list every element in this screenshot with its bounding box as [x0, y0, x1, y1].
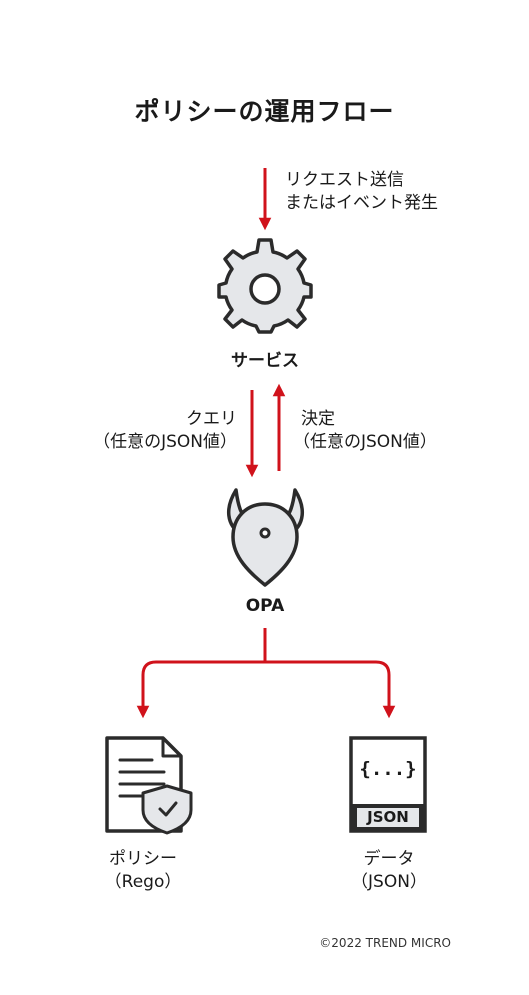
decision-label: 決定 （任意のJSON値） — [293, 408, 437, 454]
service-label: サービス — [231, 351, 299, 371]
json-braces-text: {...} — [359, 758, 417, 780]
query-label-line1: クエリ — [186, 409, 237, 429]
branch-connector-right — [265, 660, 396, 719]
request-label: リクエスト送信 またはイベント発生 — [285, 169, 438, 215]
policy-label-line2: （Rego） — [104, 872, 182, 892]
copyright-text: ©2022 TREND MICRO — [319, 936, 451, 950]
query-label-line2: （任意のJSON値） — [93, 432, 237, 452]
data-label-line2: （JSON） — [351, 872, 427, 892]
decision-label-line1: 決定 — [301, 409, 335, 429]
json-badge-text: JSON — [367, 808, 409, 826]
data-label: データ （JSON） — [326, 848, 452, 894]
page-title: ポリシーの運用フロー — [134, 97, 395, 126]
opa-logo-icon — [227, 488, 304, 587]
check-icon — [158, 801, 178, 817]
json-file-icon — [349, 736, 427, 833]
shield-icon — [141, 784, 193, 835]
policy-document-icon — [105, 736, 193, 835]
request-label-line2: またはイベント発生 — [285, 193, 438, 213]
request-label-line1: リクエスト送信 — [285, 170, 404, 190]
policy-label-line1: ポリシー — [109, 849, 177, 869]
query-label: クエリ （任意のJSON値） — [93, 408, 237, 454]
gear-icon — [217, 238, 313, 334]
decision-label-line2: （任意のJSON値） — [293, 432, 437, 452]
branch-connector — [136, 628, 267, 719]
opa-label: OPA — [245, 596, 285, 616]
policy-label: ポリシー （Rego） — [80, 848, 206, 894]
data-label-line1: データ — [363, 849, 415, 869]
